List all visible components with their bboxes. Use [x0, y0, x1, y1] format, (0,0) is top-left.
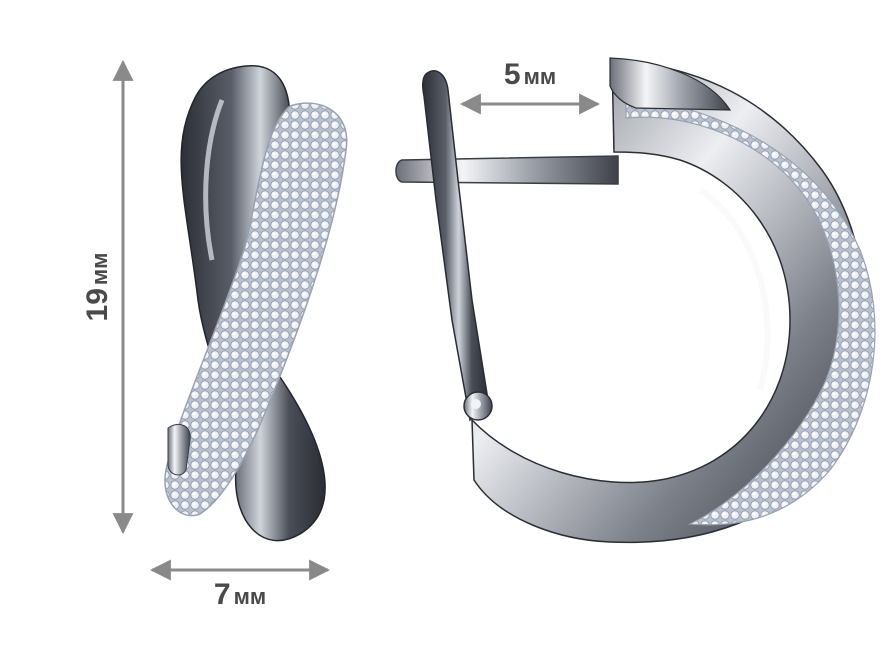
width-unit: мм [233, 584, 267, 609]
earring-side-view [395, 57, 876, 544]
height-value: 19 [81, 288, 114, 322]
height-dimension-label: 19мм [81, 227, 115, 347]
width-value: 7 [213, 578, 231, 611]
earring-front-view [164, 65, 348, 542]
depth-unit: мм [523, 64, 557, 89]
height-unit: мм [87, 252, 112, 286]
depth-value: 5 [503, 58, 521, 91]
